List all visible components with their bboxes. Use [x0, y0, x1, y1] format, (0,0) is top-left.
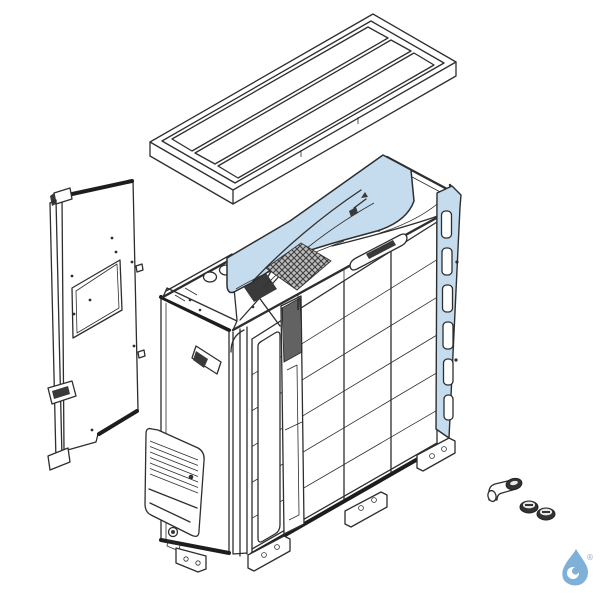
fan-shroud-panel	[226, 154, 415, 294]
top-handle-recess	[349, 233, 408, 271]
trim-slot	[442, 358, 454, 386]
panel-foot	[47, 447, 71, 471]
airflow-arrow-icon	[349, 192, 368, 217]
registered-trademark: ®	[586, 553, 594, 562]
water-drop-shape	[562, 549, 588, 586]
trim-slot	[442, 321, 454, 350]
drain-stub	[166, 526, 181, 552]
grommet-cap	[519, 500, 539, 514]
panel-clamp	[47, 380, 77, 405]
main-unit-chassis	[144, 154, 462, 573]
pipe-end	[202, 271, 218, 283]
handle-recess-sticker	[191, 345, 222, 375]
corner-trim-highlighted	[435, 185, 462, 439]
condensate-drain-elbow	[487, 477, 523, 503]
front-corner-strip	[232, 326, 248, 557]
trim-slot	[443, 394, 454, 421]
top-cover-panel	[149, 13, 457, 205]
grommet-cap	[536, 507, 556, 521]
cover-channel	[194, 39, 412, 165]
foot	[416, 437, 456, 472]
mounting-feet	[175, 437, 456, 573]
water-drop-logo: ®	[562, 549, 594, 586]
foot	[247, 535, 291, 572]
side-service-panel	[47, 179, 146, 471]
trim-slot	[441, 247, 453, 276]
evaporator-coil-mesh	[265, 242, 332, 291]
grille-door-panel	[257, 331, 281, 543]
cover-channel	[217, 52, 435, 179]
cover-channel	[171, 26, 389, 152]
rubber-grommet-caps	[519, 500, 556, 521]
louvered-vent-cover	[144, 427, 205, 537]
foot	[175, 547, 207, 573]
trim-slot	[441, 284, 454, 313]
pipe-cover-strip	[280, 295, 305, 535]
trim-slot	[440, 210, 453, 239]
panel-recess	[71, 259, 123, 339]
motor-block	[243, 273, 277, 302]
fan-shroud-highlighted	[226, 154, 415, 294]
